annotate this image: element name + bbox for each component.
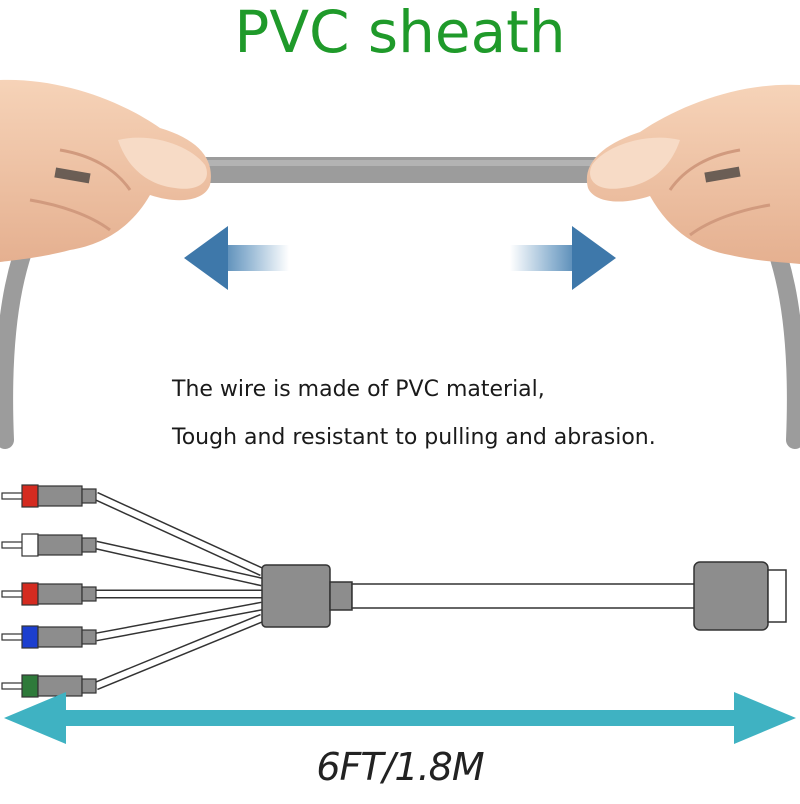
splitter-block — [261, 564, 353, 628]
rca-plug-blue — [1, 625, 97, 649]
fanout-wires — [94, 491, 264, 691]
main-cable — [351, 583, 698, 609]
rca-wire-fill — [95, 542, 263, 585]
length-label: 6FT/1.8M — [316, 745, 484, 789]
rca-wire-fill — [94, 493, 264, 575]
rca-plug-white — [1, 533, 97, 557]
rca-wire-fill — [95, 603, 263, 640]
rca-wire-fill — [94, 615, 264, 689]
caption-line-2: Tough and resistant to pulling and abras… — [172, 425, 656, 450]
rca-plugs — [1, 484, 97, 698]
caption-line-1: The wire is made of PVC material, — [172, 377, 545, 402]
console-connector — [693, 561, 787, 631]
component-cable-diagram — [1, 484, 787, 698]
left-hand — [0, 79, 211, 263]
caption: The wire is made of PVC material, Tough … — [172, 366, 772, 462]
length-arrow — [4, 692, 796, 744]
pull-arrow-left — [184, 226, 289, 290]
right-hand — [586, 84, 800, 265]
rca-plug-green — [1, 674, 97, 698]
rca-plug-red — [1, 582, 97, 606]
rca-plug-red — [1, 484, 97, 508]
pull-arrow-right — [510, 226, 616, 290]
page-title: PVC sheath — [234, 0, 566, 66]
